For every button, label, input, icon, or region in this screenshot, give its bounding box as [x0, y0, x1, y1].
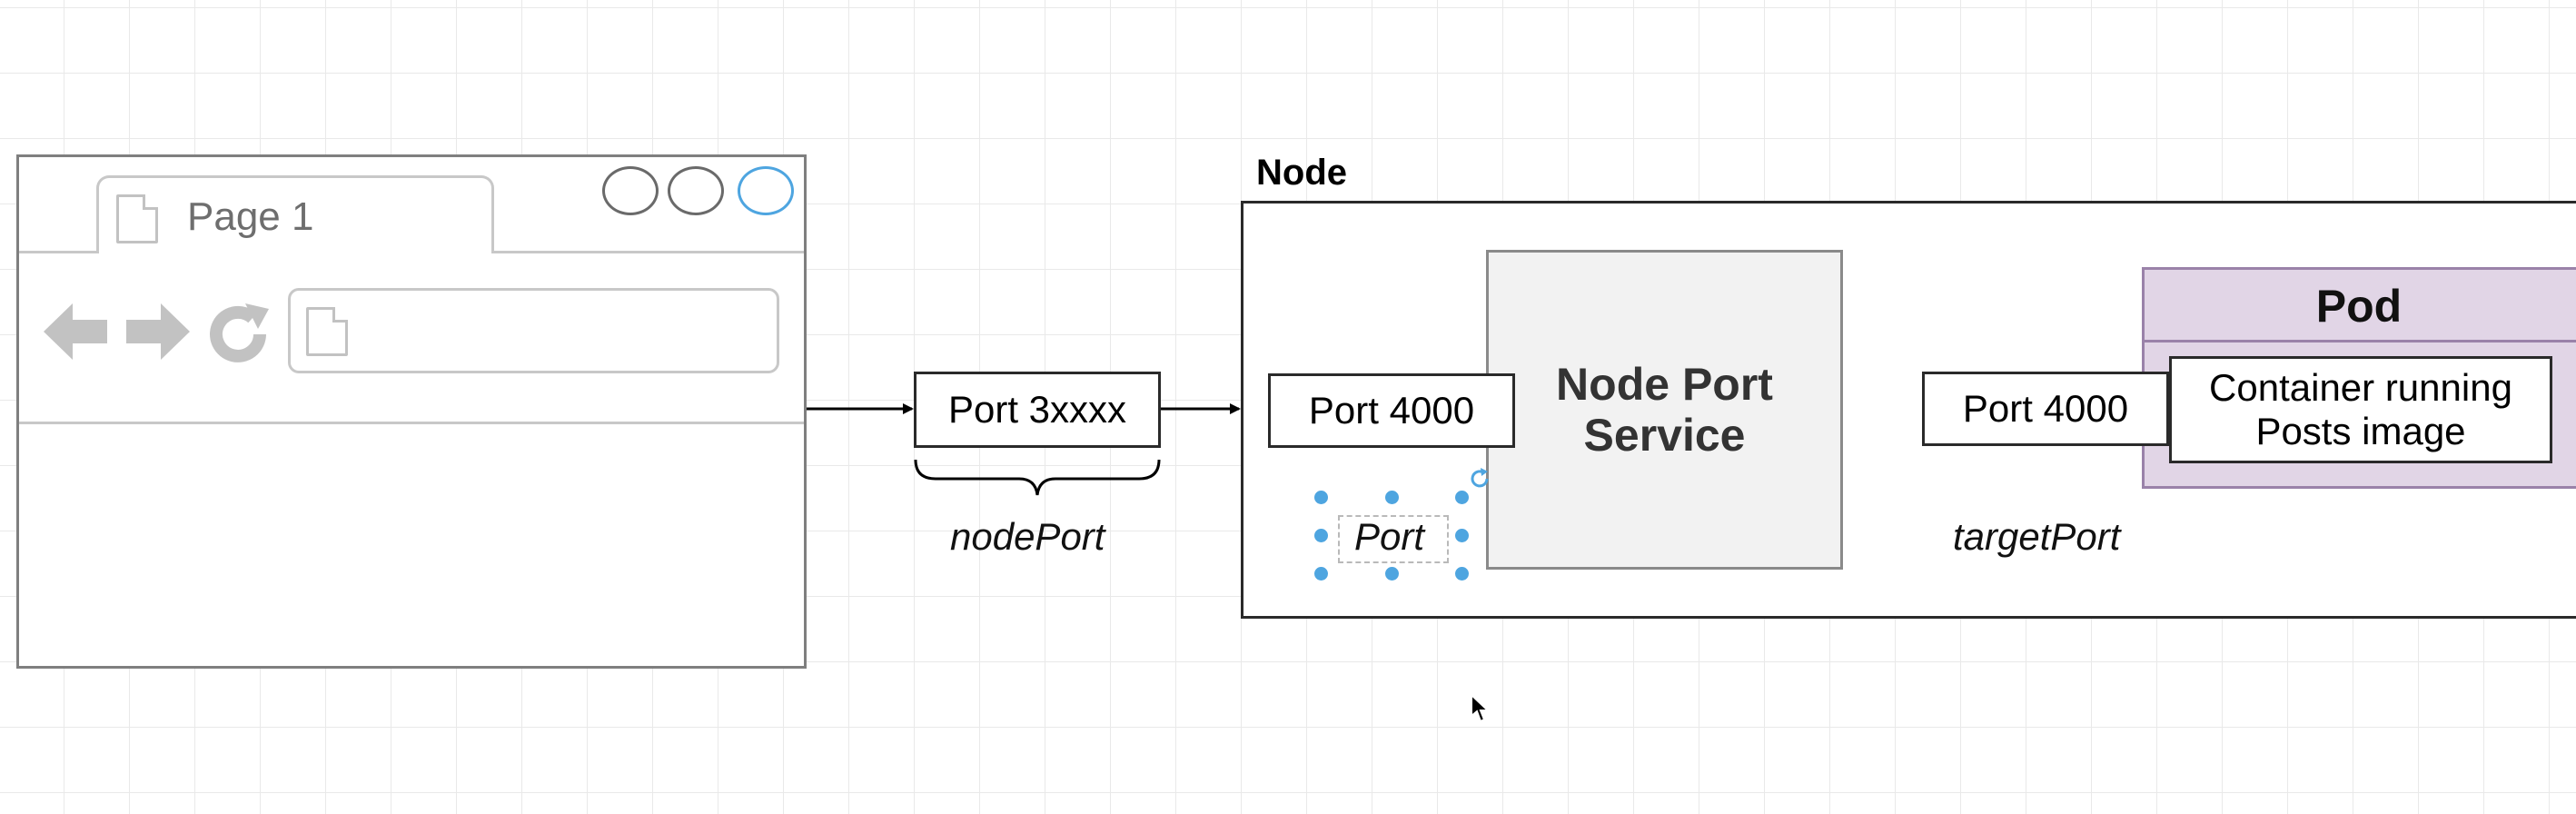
window-button-icon[interactable] — [668, 166, 724, 215]
mouse-cursor-icon — [1471, 692, 1491, 728]
brace-nodeport — [914, 459, 1161, 496]
container-label: Container running Posts image — [2209, 366, 2512, 452]
tab-strip-line-right — [491, 251, 804, 253]
window-button-icon[interactable] — [602, 166, 659, 215]
tab-strip-line-left — [19, 251, 99, 253]
selection-handle[interactable] — [1314, 567, 1328, 581]
target-port-annotation: targetPort — [1953, 515, 2121, 558]
selection-handle[interactable] — [1455, 567, 1469, 581]
target-port-box[interactable]: Port 4000 — [1922, 372, 2169, 446]
service-port-label: Port 4000 — [1308, 389, 1475, 432]
target-port-label: Port 4000 — [1962, 387, 2129, 430]
service-port-box[interactable]: Port 4000 — [1268, 373, 1515, 448]
port-annotation[interactable]: Port — [1354, 515, 1425, 558]
node-port-label: Port 3xxxx — [947, 388, 1127, 431]
doc-icon — [306, 307, 348, 356]
selection-handle[interactable] — [1455, 529, 1469, 542]
window-button-icon[interactable] — [738, 166, 794, 215]
selection-outline — [1338, 515, 1449, 563]
forward-arrow-icon[interactable] — [123, 300, 192, 375]
node-title: Node — [1256, 153, 1347, 193]
browser-tab[interactable] — [96, 175, 494, 253]
back-arrow-icon[interactable] — [42, 300, 111, 375]
selection-handle[interactable] — [1455, 491, 1469, 504]
reload-icon[interactable] — [205, 300, 274, 381]
node-port-service-box[interactable]: Node Port Service — [1486, 250, 1843, 570]
rotate-handle-icon[interactable] — [1469, 467, 1492, 495]
browser-tab-label: Page 1 — [187, 194, 314, 239]
selection-handle[interactable] — [1385, 567, 1399, 581]
pod-divider — [2142, 340, 2576, 342]
pod-title: Pod — [2315, 281, 2403, 332]
selection-handle[interactable] — [1385, 491, 1399, 504]
node-port-box[interactable]: Port 3xxxx — [914, 372, 1161, 448]
selection-handle[interactable] — [1314, 491, 1328, 504]
service-label: Node Port Service — [1556, 359, 1773, 461]
selection-handle[interactable] — [1314, 529, 1328, 542]
node-port-annotation: nodePort — [950, 515, 1105, 558]
browser-content-divider — [19, 422, 804, 424]
address-bar[interactable] — [288, 288, 779, 373]
container-box[interactable]: Container running Posts image — [2169, 356, 2552, 463]
doc-icon — [116, 194, 158, 243]
